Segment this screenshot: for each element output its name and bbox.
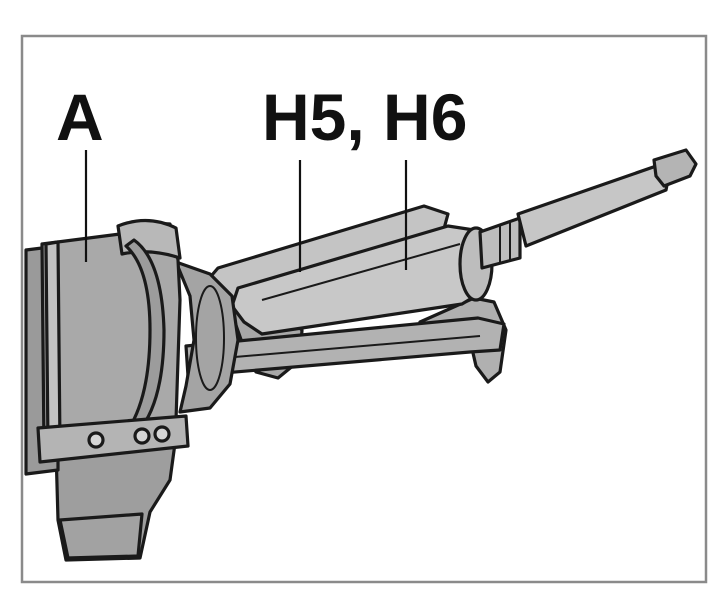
label-a: A (56, 80, 104, 154)
cylinder-h6 (230, 224, 494, 336)
collar-ring (174, 260, 240, 414)
label-h5-h6: H5, H6 (262, 80, 467, 154)
piston-rod (478, 148, 698, 270)
housing-a (24, 218, 190, 562)
